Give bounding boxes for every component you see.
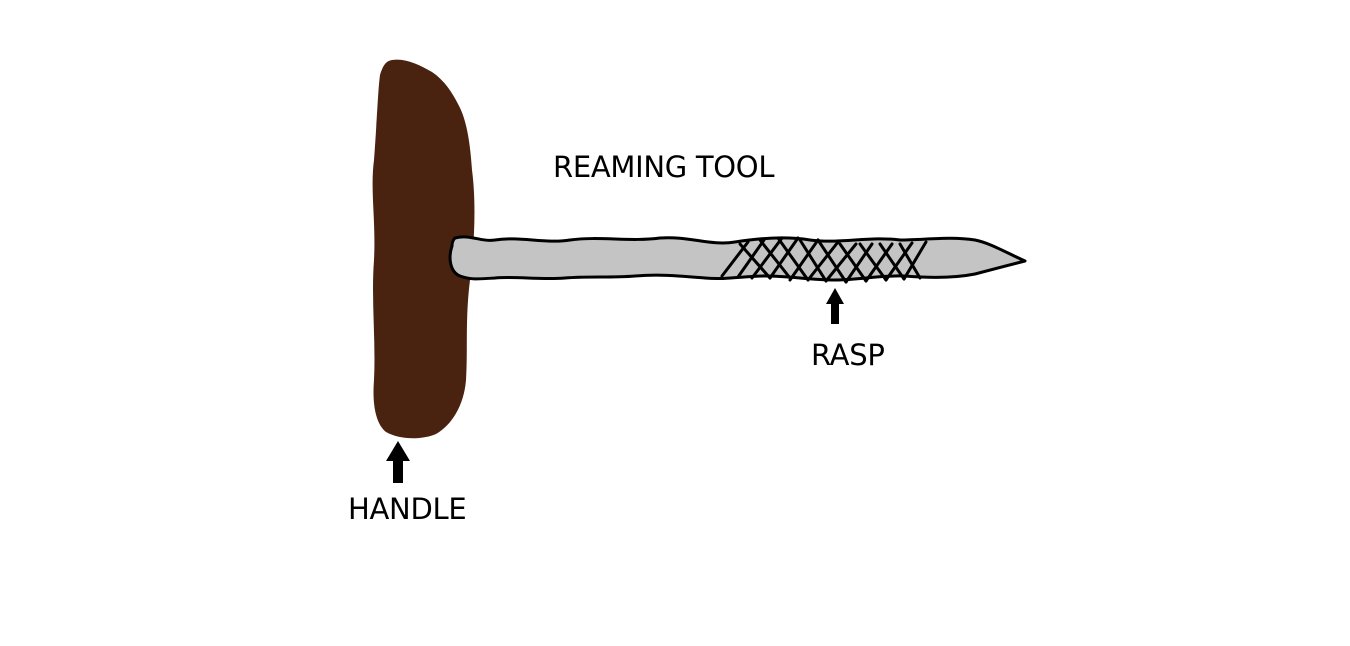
rasp-hatch-line (750, 236, 784, 280)
rasp-hatch-line (902, 240, 928, 281)
rasp-hatch-line (758, 238, 792, 280)
rasp-arrow-head (826, 288, 844, 304)
rasp-hatch-line (824, 242, 858, 283)
rasp-hatch-line (878, 242, 906, 281)
rasp-hatch-line (776, 236, 810, 282)
rasp-hatch-line (858, 242, 888, 282)
rasp-hatch-line (884, 241, 914, 282)
rasp-hatch-line (838, 242, 868, 283)
rasp-hatch-line (806, 240, 840, 282)
handle-arrow-head (386, 441, 410, 461)
diagram-title: REAMING TOOL (553, 150, 775, 184)
rasp-label: RASP (811, 338, 885, 372)
rasp-arrow-shaft (831, 302, 839, 324)
handle-shape (372, 59, 475, 439)
rasp-hatch-line (788, 238, 820, 282)
rasp-hatch-line (898, 242, 922, 280)
rasp-crosshatch (720, 236, 928, 284)
handle-label: HANDLE (348, 492, 467, 526)
rasp-hatch-line (816, 238, 848, 284)
rasp-hatch-line (864, 242, 894, 283)
rasp-hatch-line (798, 238, 828, 283)
shaft-shape (448, 235, 1027, 282)
handle-arrow-shaft (393, 459, 403, 483)
rasp-hatch-line (738, 242, 772, 280)
rasp-hatch-line (768, 236, 800, 280)
handle-arrow (386, 441, 410, 483)
rasp-arrow (826, 288, 844, 324)
rasp-hatch-line (844, 242, 874, 284)
